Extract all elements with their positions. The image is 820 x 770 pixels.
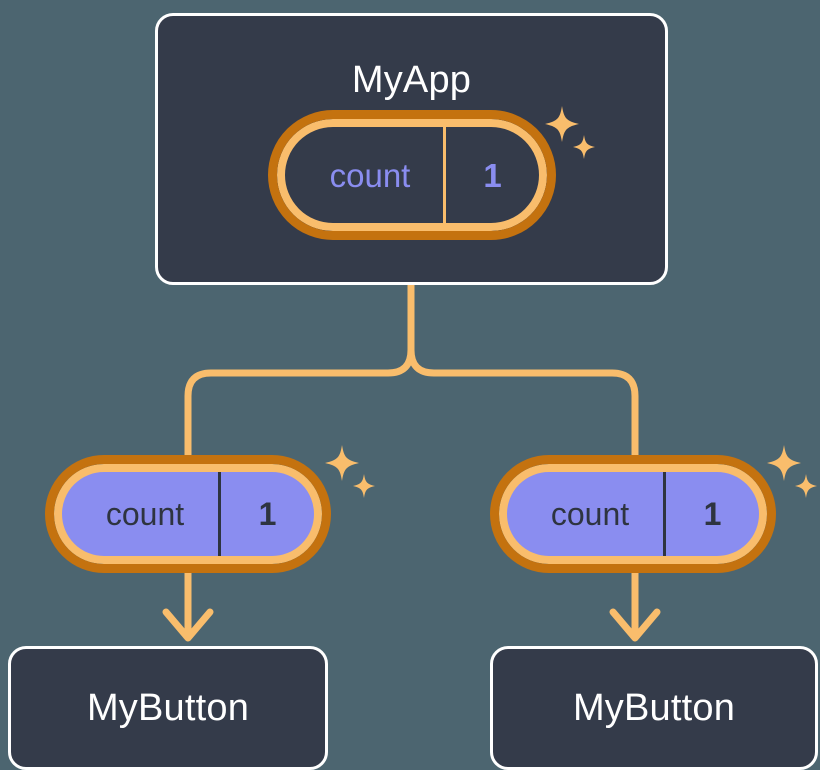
state-pill-ring: count 1 — [268, 110, 556, 240]
state-pill-myapp[interactable]: count 1 — [268, 110, 556, 240]
state-pill-body: count 1 — [277, 119, 547, 231]
state-key-label: count — [329, 156, 411, 194]
state-pill-ring: count 1 — [45, 455, 331, 573]
state-key-label: count — [550, 496, 630, 532]
component-label: MyButton — [86, 687, 250, 729]
state-pill-ring: count 1 — [490, 455, 776, 573]
down-arrow-icon-left — [162, 573, 214, 642]
state-value-label: 1 — [443, 127, 539, 223]
component-label: MyButton — [572, 687, 736, 729]
down-arrow-icon-right — [609, 573, 661, 642]
state-key-label: count — [105, 496, 185, 532]
connector-left-branch — [184, 281, 415, 459]
state-pill-body: count 1 — [499, 464, 767, 564]
component-card-mybutton-left[interactable]: MyButton — [8, 646, 328, 770]
state-pill-body: count 1 — [54, 464, 322, 564]
page-title: MyApp — [351, 59, 472, 101]
state-pill-right[interactable]: count 1 — [490, 455, 776, 573]
state-value-label: 1 — [663, 472, 759, 556]
connector-right-branch — [407, 281, 639, 459]
state-pill-left[interactable]: count 1 — [45, 455, 331, 573]
component-card-mybutton-right[interactable]: MyButton — [490, 646, 818, 770]
state-value-label: 1 — [218, 472, 314, 556]
